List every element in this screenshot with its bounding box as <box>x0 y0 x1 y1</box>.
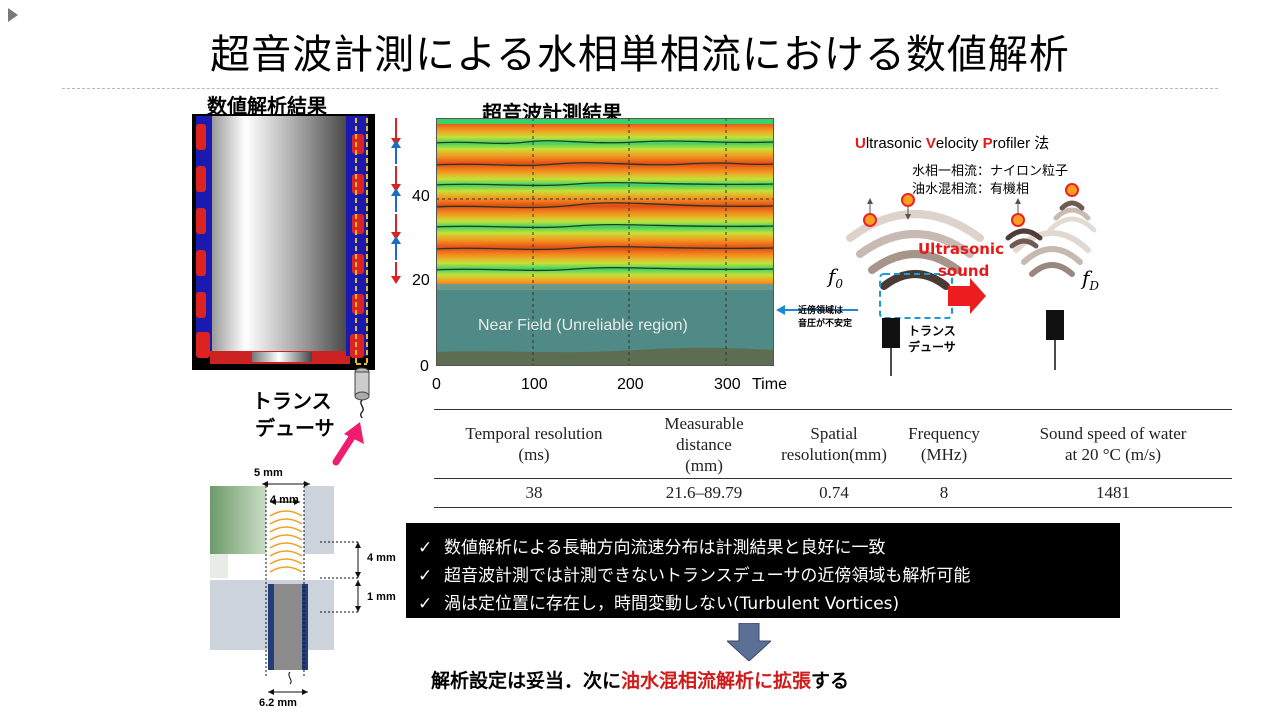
x-tick-0: 0 <box>432 376 441 393</box>
uvp-line2: 油水混相流：有機相 <box>912 182 1030 197</box>
header-text: Frequency <box>908 424 980 443</box>
header-text: distance <box>676 434 732 454</box>
fd-subscript: D <box>1089 279 1100 293</box>
uvp-rest-p: rofiler <box>992 135 1031 152</box>
summary-item: ✓ 数値解析による長軸方向流速分布は計測結果と良好に一致 <box>418 533 886 558</box>
header-temporal-resolution: Temporal resolution (ms) <box>434 410 634 479</box>
value-spatial-resolution: 0.74 <box>819 483 849 502</box>
summary-box: ✓ 数値解析による長軸方向流速分布は計測結果と良好に一致 ✓ 超音波計測では計測でき… <box>406 523 1120 618</box>
header-text: (ms) <box>518 445 550 464</box>
summary-item-text: 渦は定位置に存在し，時間変動しない(Turbulent Vortices) <box>444 594 900 614</box>
measurement-plot <box>436 118 774 366</box>
ultrasonic-label-line1: Ultrasonic <box>918 240 1004 258</box>
summary-item: ✓ 渦は定位置に存在し，時間変動しない(Turbulent Vortices) <box>418 589 899 614</box>
value-measurable-distance: 21.6–89.79 <box>665 483 743 502</box>
value-temporal-resolution: 38 <box>525 483 543 502</box>
pink-pointer-arrow <box>332 422 364 466</box>
f0-letter: f <box>828 264 836 288</box>
slide-title: 超音波計測による水相単相流における数値解析 <box>210 32 1070 78</box>
uvp-rest-u: ltrasonic <box>865 135 926 152</box>
uvp-transducer-line1: トランス <box>908 324 956 338</box>
uvp-initial-u: U <box>855 135 866 152</box>
uvp-title-suffix: 法 <box>1030 135 1050 152</box>
x-tick-100: 100 <box>521 376 548 393</box>
ultrasonic-label-line2: sound <box>938 262 990 280</box>
f0-label: f0 <box>828 264 843 291</box>
uvp-title: Ultrasonic Velocity Profiler 法 <box>855 132 1049 153</box>
header-text: Spatial <box>810 424 858 443</box>
down-arrow-icon <box>727 623 771 661</box>
uvp-diagram <box>846 183 1097 376</box>
header-text: Measurable <box>664 413 744 433</box>
conclusion-part2: する <box>811 670 850 692</box>
header-text: at 20 °C (m/s) <box>1064 445 1162 464</box>
check-icon: ✓ <box>418 594 433 614</box>
near-note-line1: 近傍領域は <box>798 306 844 316</box>
near-field-label: Near Field (Unreliable region) <box>478 317 688 334</box>
value-sound-speed: 1481 <box>1096 483 1130 502</box>
conclusion-part1: 解析設定は妥当．次に <box>430 670 621 692</box>
flow-direction-arrows <box>391 118 401 284</box>
x-tick-300: 300 <box>714 376 741 393</box>
y-tick-0: 0 <box>420 358 429 375</box>
fd-label: fD <box>1082 266 1099 293</box>
summary-item: ✓ 超音波計測では計測できないトランスデューサの近傍領域も解析可能 <box>418 561 970 586</box>
header-spatial-resolution: Spatial resolution(mm) <box>774 410 894 479</box>
y-tick-20: 20 <box>412 272 430 289</box>
conclusion-highlight: 油水混相流解析に拡張 <box>620 670 811 692</box>
check-icon: ✓ <box>418 566 433 586</box>
dimension-6-2mm: 6.2 mm <box>259 697 297 709</box>
header-frequency: Frequency (MHz) <box>894 410 994 479</box>
uvp-initial-v: V <box>925 135 936 152</box>
header-text: Sound speed of water <box>1039 424 1187 443</box>
f0-subscript: 0 <box>835 277 844 291</box>
uvp-initial-p: P <box>982 135 993 152</box>
conclusion-text: 解析設定は妥当．次に油水混相流解析に拡張する <box>0 666 1280 693</box>
dimension-diagram <box>210 481 361 695</box>
uvp-line1: 水相一相流：ナイロン粒子 <box>912 164 1069 179</box>
header-text: resolution(mm) <box>781 445 887 464</box>
header-text: Temporal resolution <box>465 424 603 443</box>
summary-item-text: 超音波計測では計測できないトランスデューサの近傍領域も解析可能 <box>444 566 971 586</box>
uvp-transducer-line2: デューサ <box>908 340 956 354</box>
transducer-label-line2: デューサ <box>255 416 335 440</box>
header-sound-speed: Sound speed of water at 20 °C (m/s) <box>994 410 1232 479</box>
play-marker-icon <box>8 8 18 22</box>
x-tick-200: 200 <box>617 376 644 393</box>
dimension-4mm-top: 4 mm <box>270 494 299 506</box>
y-tick-40: 40 <box>412 188 430 205</box>
simulation-result-image <box>192 114 375 370</box>
transducer-icon <box>354 367 370 418</box>
x-axis-unit: Time <box>752 376 787 393</box>
summary-item-text: 数値解析による長軸方向流速分布は計測結果と良好に一致 <box>444 538 886 558</box>
dimension-1mm: 1 mm <box>367 591 396 603</box>
check-icon: ✓ <box>418 538 433 558</box>
uvp-rest-v: elocity <box>935 135 983 152</box>
header-text: (MHz) <box>920 445 968 464</box>
title-divider <box>62 88 1218 89</box>
value-frequency: 8 <box>939 483 949 502</box>
transducer-label-line1: トランス <box>252 389 332 413</box>
dimension-4mm-side: 4 mm <box>367 552 396 564</box>
fd-letter: f <box>1082 266 1090 290</box>
dimension-5mm: 5 mm <box>254 467 283 479</box>
near-note-line2: 音圧が不安定 <box>798 319 853 329</box>
header-text: (mm) <box>685 455 723 475</box>
table-row: 38 21.6–89.79 0.74 8 1481 <box>434 479 1232 508</box>
near-field-pointer-arrow <box>776 305 858 315</box>
